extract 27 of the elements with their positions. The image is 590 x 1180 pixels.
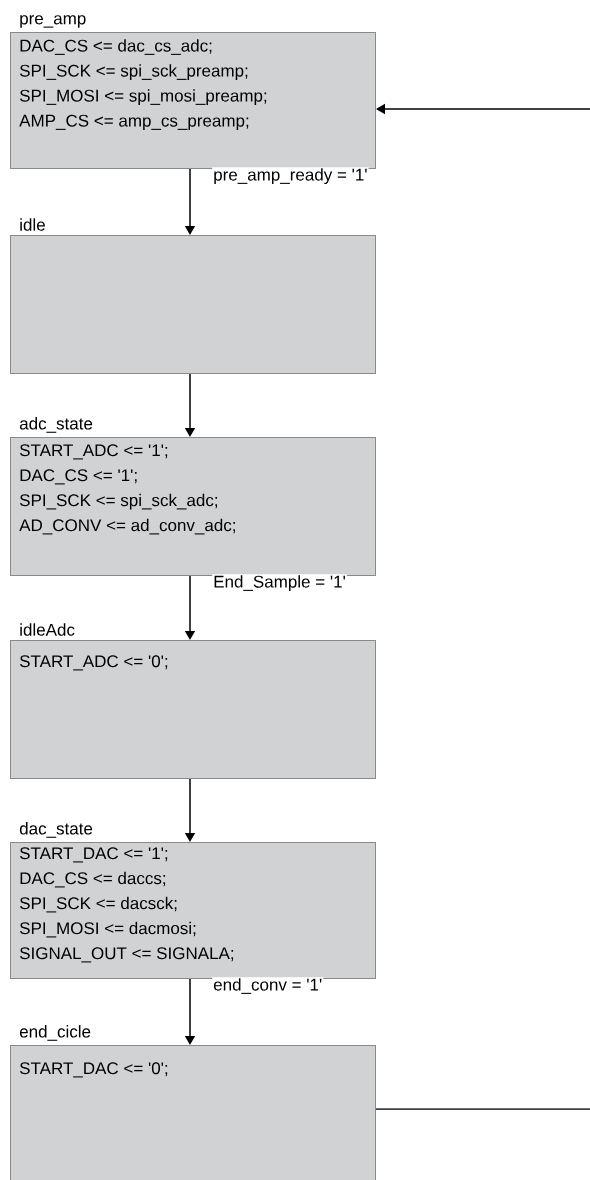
- state-name: idleAdc: [20, 623, 75, 636]
- node-label: SPI_SCK <= spi_sck_preamp;: [19, 64, 248, 81]
- node-label: AMP_CS <= amp_cs_preamp;: [19, 114, 249, 131]
- state-box: START_ADC <= '1'; DAC_CS <= '1'; SPI_SCK <= spi_sck_adc; AD_CONV <= ad_conv_adc;: [10, 437, 376, 576]
- node-label: SIGNAL_OUT <= SIGNALA;: [19, 947, 234, 963]
- node-label: DAC_CS <= '1';: [20, 469, 137, 485]
- node-label: DAC_CS <= dac_cs_adc;: [20, 39, 212, 55]
- edge-label: End_Sample = '1': [212, 574, 347, 593]
- state-box: START_DAC <= '1'; DAC_CS <= daccs; SPI_SCK <= dacsck; SPI_MOSI <= dacmosi; SIGNAL_OUT <= SIGNALA;: [10, 842, 376, 979]
- state-name: end_cicle: [19, 1025, 91, 1041]
- edge-label: pre_amp_ready = '1': [212, 167, 369, 186]
- node-label: START_DAC <= '1';: [19, 847, 168, 863]
- state-name: adc_state: [19, 417, 93, 433]
- state-name: dac_state: [19, 822, 93, 838]
- node-label: SPI_MOSI <= spi_mosi_preamp;: [19, 89, 267, 106]
- node-label: START_ADC <= '1';: [19, 444, 168, 460]
- state-box: START_DAC <= '0';: [10, 1045, 376, 1180]
- state-box: START_ADC <= '0';: [10, 640, 376, 779]
- node-label: DAC_CS <= daccs;: [20, 871, 166, 888]
- node-label: AD_CONV <= ad_conv_adc;: [19, 518, 235, 535]
- state-box: DAC_CS <= dac_cs_adc; SPI_SCK <= spi_sck_preamp; SPI_MOSI <= spi_mosi_preamp; AMP_CS <= amp_cs_preamp;: [10, 32, 376, 169]
- state-name: pre_amp: [20, 15, 86, 28]
- node-label: SPI_SCK <= spi_sck_adc;: [19, 493, 218, 510]
- edge-label: end_conv = '1': [212, 977, 324, 995]
- node-label: SPI_MOSI <= dacmosi;: [19, 921, 196, 938]
- node-label: SPI_SCK <= dacsck;: [19, 896, 177, 913]
- state-name: idle: [20, 218, 45, 231]
